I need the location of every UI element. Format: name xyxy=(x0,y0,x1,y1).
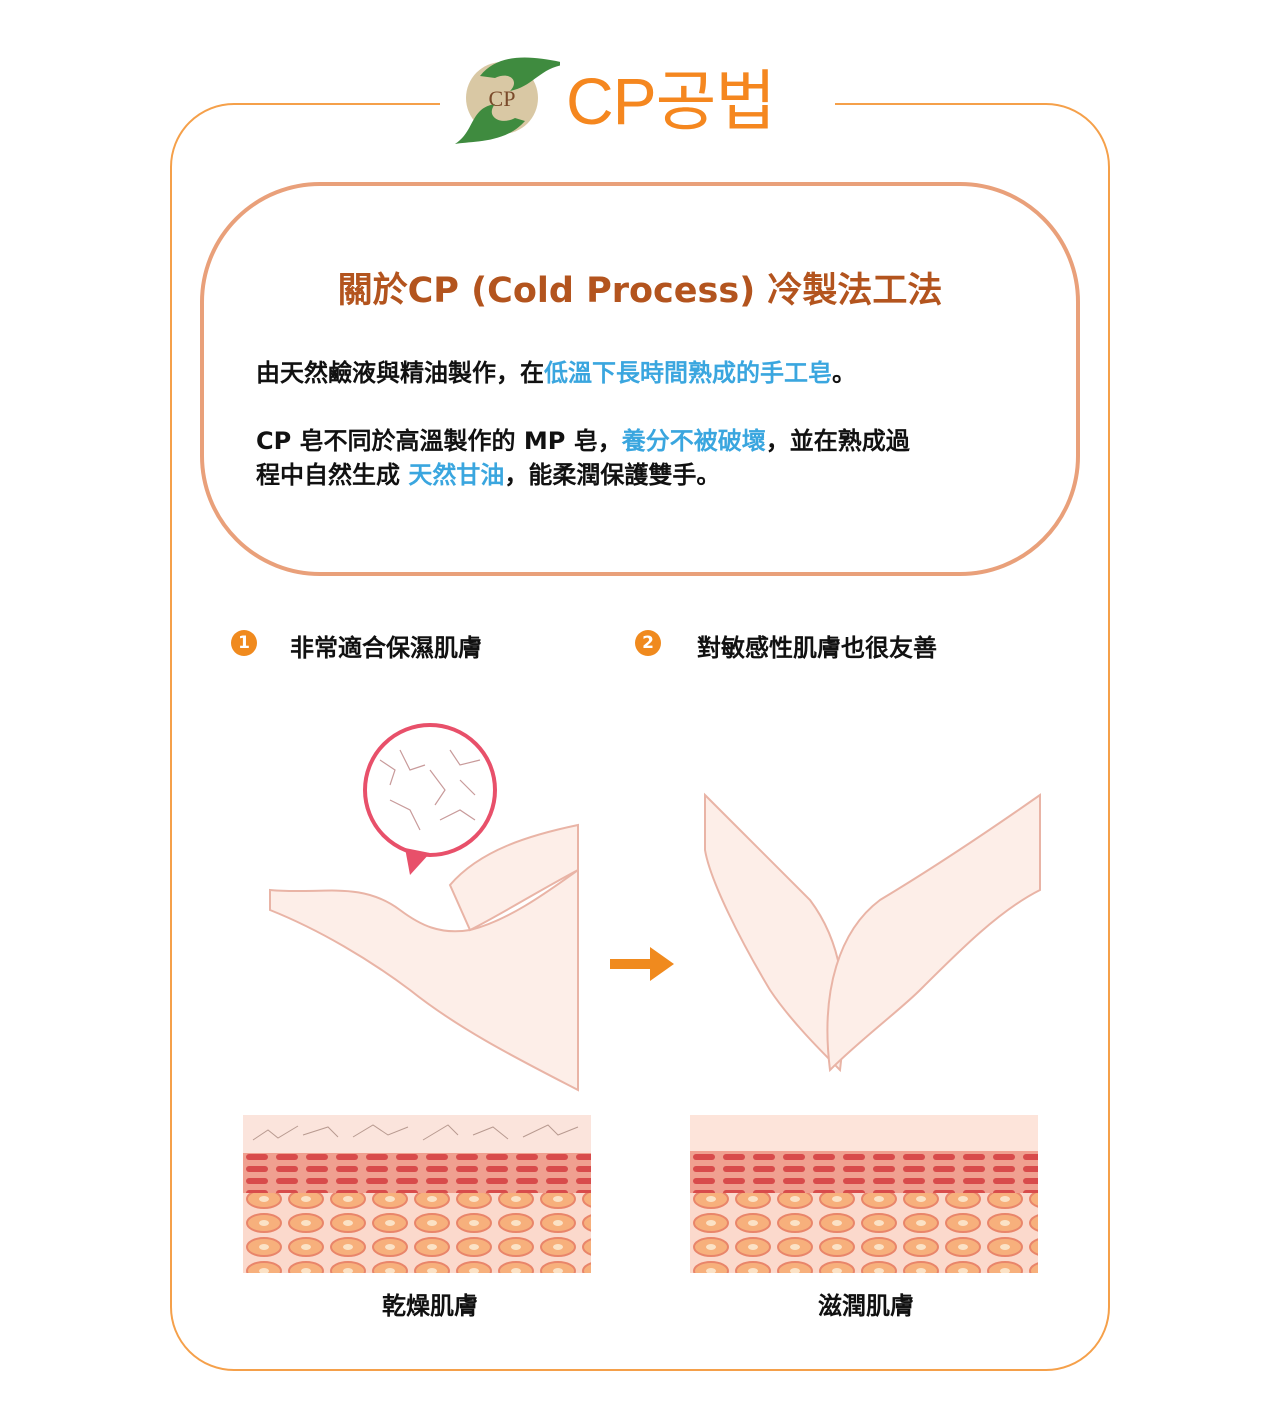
highlight-text: 天然甘油 xyxy=(408,461,505,489)
highlight-text: 養分不被破壞 xyxy=(621,427,766,455)
arrow-right-icon xyxy=(610,947,674,981)
page-title: 關於CP (Cold Process) 冷製法工法 xyxy=(337,271,943,311)
caption-moist-skin: 滋潤肌膚 xyxy=(818,1292,914,1320)
paragraph-1: 由天然鹼液與精油製作，在低溫下長時間熟成的手工皂。 xyxy=(256,356,856,390)
paragraph-2: CP 皂不同於高溫製作的 MP 皂，養分不被破壞，並在熟成過 程中自然生成 天然… xyxy=(256,424,910,492)
caption-dry-skin: 乾燥肌膚 xyxy=(382,1292,478,1320)
logo: CP CP공법 xyxy=(440,40,835,152)
text: ，並在熟成過 xyxy=(765,427,910,455)
intro-box xyxy=(200,182,1080,576)
feature-label-1: 非常適合保濕肌膚 xyxy=(290,634,482,662)
text: 程中自然生成 xyxy=(256,461,409,489)
moist-hands-illustration xyxy=(704,792,1041,1073)
logo-text: CP공법 xyxy=(566,64,776,138)
feature-number-2: 2 xyxy=(635,630,661,656)
dry-skin-diagram xyxy=(243,1115,591,1273)
dry-hand-illustration xyxy=(269,723,579,1092)
text: 由天然鹼液與精油製作，在 xyxy=(256,359,544,387)
text: 。 xyxy=(832,359,856,387)
feature-number-1: 1 xyxy=(231,630,257,656)
moist-skin-diagram xyxy=(690,1115,1038,1273)
text: ，能柔潤保護雙手。 xyxy=(504,461,721,489)
text: CP 皂不同於高溫製作的 MP 皂， xyxy=(256,427,622,455)
highlight-text: 低溫下長時間熟成的手工皂 xyxy=(544,359,832,387)
cp-hands-emblem-icon: CP xyxy=(455,57,560,144)
svg-text:CP: CP xyxy=(489,86,516,111)
feature-label-2: 對敏感性肌膚也很友善 xyxy=(697,634,937,662)
